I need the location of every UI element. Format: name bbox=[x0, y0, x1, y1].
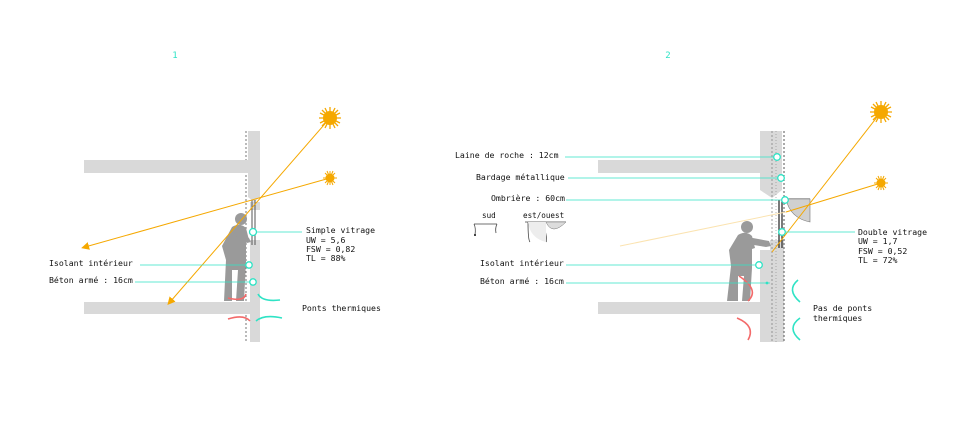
thermal-bridge-cold-upper-1 bbox=[257, 293, 281, 302]
panel-1-number: 1 bbox=[172, 51, 177, 61]
glazing-tl-2: TL = 72% bbox=[858, 255, 898, 265]
glazing-uw-1: UW = 5,6 bbox=[306, 235, 346, 245]
thermal-warm-upper-2 bbox=[738, 275, 754, 302]
marker-awning-2 bbox=[781, 196, 789, 204]
glazing-uw-2: UW = 1,7 bbox=[858, 236, 898, 246]
insulation-label-1: Isolant intérieur bbox=[49, 258, 133, 268]
glazing-title-2: Double vitrage bbox=[858, 227, 927, 237]
concrete-label-1: Béton armé : 16cm bbox=[49, 275, 133, 285]
marker-concrete-1 bbox=[249, 278, 257, 286]
thermal-cold-upper-2 bbox=[791, 279, 801, 303]
upper-slab-2 bbox=[598, 160, 760, 173]
cladding-label-2: Bardage métallique bbox=[476, 172, 565, 182]
panel-2: 2 bbox=[455, 51, 927, 342]
sun-ray-low-1 bbox=[81, 177, 331, 250]
glazing-title-1: Simple vitrage bbox=[306, 225, 375, 235]
marker-insulation-1 bbox=[245, 261, 253, 269]
upper-slab-1 bbox=[84, 160, 248, 173]
marker-cladding-2 bbox=[777, 174, 785, 182]
glazing-fsw-1: FSW = 0,82 bbox=[306, 244, 355, 254]
awning-legend bbox=[473, 221, 567, 243]
concrete-label-2: Béton armé : 16cm bbox=[480, 276, 564, 286]
panel-1: 1 bbox=[49, 51, 381, 342]
rock-wool-label-2: Laine de roche : 12cm bbox=[455, 150, 559, 160]
sun-ray-high-1 bbox=[167, 117, 331, 306]
bridges-label-1: Ponts thermiques bbox=[302, 303, 381, 313]
glazing-tl-1: TL = 88% bbox=[306, 253, 346, 263]
panel-2-number: 2 bbox=[665, 51, 670, 61]
marker-glazing-2 bbox=[778, 228, 786, 236]
sun-ray-faded-2 bbox=[619, 211, 787, 247]
lower-slab-2 bbox=[598, 302, 770, 314]
thermal-cold-lower-2 bbox=[792, 317, 801, 341]
thermal-bridge-cold-lower-1 bbox=[255, 315, 283, 322]
sun-ray-high-2 bbox=[771, 111, 882, 253]
thermal-warm-lower-2 bbox=[736, 317, 752, 341]
awning-label-2: Ombrière : 60cm bbox=[491, 193, 565, 203]
thermal-bridge-warm-upper-1 bbox=[227, 293, 247, 301]
marker-rock-wool-2 bbox=[773, 153, 781, 161]
lower-slab-1 bbox=[84, 302, 260, 314]
glazing-fsw-2: FSW = 0,52 bbox=[858, 246, 907, 256]
sun-ray-low-2 bbox=[785, 182, 882, 213]
no-bridges-label-line1: Pas de ponts bbox=[813, 303, 872, 313]
thermal-bridge-warm-lower-1 bbox=[227, 316, 251, 322]
no-bridges-label-line2: thermiques bbox=[813, 313, 862, 323]
legend-east-west-label: est/ouest bbox=[523, 211, 564, 220]
marker-glazing-1 bbox=[248, 227, 258, 237]
marker-insulation-2 bbox=[755, 261, 763, 269]
legend-south-label: sud bbox=[482, 211, 496, 220]
insulation-label-2: Isolant intérieur bbox=[480, 258, 564, 268]
